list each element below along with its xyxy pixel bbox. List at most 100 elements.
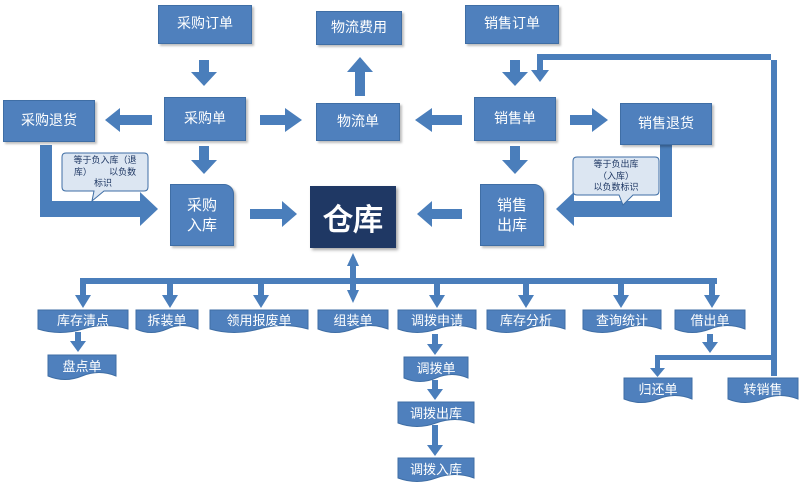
warehouse-box[interactable]: 仓库 [310,186,396,248]
purchase-in-label-line1: 采购 [186,195,217,214]
arrow-purchase-doc-to-purchase-return [105,108,152,132]
sales-doc-label: 销售单 [494,110,536,127]
return-doc-label: 归还单 [638,382,678,398]
callout-bubble-left [61,152,149,203]
arrow-bar-to-disassembly [162,284,178,308]
transfer-request-label: 调拨申请 [410,314,463,330]
arrow-purchase-return-to-purchase-in [40,145,158,226]
arrow-transfer-doc-to-transfer-out [427,380,443,400]
purchase-doc-label: 采购单 [184,110,226,127]
callout-left-line1: 等于负入库（退 [73,156,137,166]
logistics-cost-box[interactable]: 物流费用 [316,11,402,45]
arrow-stocktake-clear-to-stocktake [70,332,86,352]
distribution-bar [80,278,717,284]
callout-right-line2: （入库） [597,171,634,182]
sales-order-box[interactable]: 销售订单 [465,5,559,44]
sales-return-box[interactable]: 销售退货 [620,103,712,145]
doc-shape [674,309,746,333]
doc-shape [582,309,662,333]
arrow-logistics-doc-to-logistics-cost [347,57,373,96]
transfer-doc-label: 调拨单 [416,361,456,377]
arrow-purchase-doc-to-purchase-in [191,146,217,174]
arrow-bar-to-query-stats [613,284,629,308]
arrow-split-to-return-doc [650,360,665,377]
arrow-bar-to-requisition-scrap [253,284,269,308]
transfer-sale-doc[interactable]: 转销售 [727,377,799,404]
purchase-return-label: 采购退货 [21,112,77,129]
stocktake-doc[interactable]: 盘点单 [47,354,117,381]
lend-out-split-bar [655,355,776,360]
callout-right-line1: 等于负出库 [593,160,639,170]
callout-right-line3: 以负数标识 [593,183,639,194]
sales-out-box[interactable]: 销售 出库 [480,184,544,246]
purchase-order-box[interactable]: 采购订单 [158,5,252,44]
callout-bubble-right [572,156,660,206]
doc-shape [623,377,693,403]
doc-shape [135,309,199,333]
arrow-bar-to-inventory-analysis [518,284,534,308]
lend-out-label: 借出单 [690,314,730,330]
purchase-return-box[interactable]: 采购退货 [3,100,95,142]
sales-order-label: 销售订单 [484,16,540,33]
doc-shape [727,377,799,403]
stocktake-clear-doc[interactable]: 库存清点 [37,309,129,334]
arrow-transfer-out-to-transfer-in [427,425,443,456]
disassembly-doc[interactable]: 拆装单 [135,309,199,334]
doc-shape [317,309,389,333]
purchase-in-box[interactable]: 采购 入库 [170,184,234,246]
arrow-bar-to-stocktake-clear [75,284,91,308]
arrow-sales-return-to-sales-out [556,145,672,226]
transfer-in-label: 调拨入库 [409,462,462,478]
transfer-sale-label: 转销售 [743,382,783,398]
requisition-scrap-doc[interactable]: 领用报废单 [209,309,309,334]
query-stats-doc[interactable]: 查询统计 [582,309,662,334]
sales-doc-box[interactable]: 销售单 [474,97,556,141]
transfer-doc-doc[interactable]: 调拨单 [403,356,469,383]
doc-shape [397,457,475,482]
warehouse-label: 仓库 [323,203,383,238]
purchase-in-label-line2: 入库 [186,216,217,234]
lend-out-doc[interactable]: 借出单 [674,309,746,334]
doc-shape [47,354,117,380]
arrow-sales-order-to-sales-doc [502,60,528,86]
doc-shape [403,356,469,382]
logistics-doc-box[interactable]: 物流单 [316,103,400,141]
logistics-cost-label: 物流费用 [331,19,387,36]
stocktake-label: 盘点单 [62,359,102,375]
purchase-doc-box[interactable]: 采购单 [164,97,246,141]
callout-left-line2: 库） 以负数 [73,167,137,178]
transfer-in-doc[interactable]: 调拨入库 [397,457,475,483]
arrow-bar-to-lend-out [704,284,720,308]
callout-left-line3: 标识 [94,179,113,190]
arrow-purchase-in-to-warehouse [250,201,297,227]
sales-out-label-line2: 出库 [496,216,527,234]
arrow-purchase-order-to-purchase-doc [191,60,217,86]
transfer-request-doc[interactable]: 调拨申请 [397,309,477,334]
disassembly-label: 拆装单 [147,314,187,330]
arrow-sales-out-to-warehouse [417,201,462,227]
query-stats-label: 查询统计 [595,314,648,330]
doc-shape [209,309,309,333]
arrow-purchase-doc-to-logistics-doc [260,108,302,132]
stocktake-clear-label: 库存清点 [56,314,109,330]
inventory-analysis-label: 库存分析 [499,314,552,330]
transfer-out-label: 调拨出库 [409,406,462,422]
return-doc-doc[interactable]: 归还单 [623,377,693,404]
assembly-label: 组装单 [333,314,373,330]
callout-negative-inbound: 等于负入库（退 库） 以负数 标识 [61,152,149,203]
transfer-out-doc[interactable]: 调拨出库 [397,401,475,428]
sales-return-label: 销售退货 [638,115,694,132]
doc-shape [397,401,475,427]
arrow-bar-to-transfer-request [429,284,445,308]
inventory-analysis-doc[interactable]: 库存分析 [486,309,566,334]
logistics-doc-label: 物流单 [337,113,379,130]
doc-shape [397,309,477,333]
arrow-transfer-request-to-transfer-doc [427,334,443,355]
callout-negative-outbound: 等于负出库 （入库） 以负数标识 [572,156,660,206]
purchase-order-label: 采购订单 [177,16,233,33]
doc-shape [37,309,129,333]
arrow-sales-doc-to-sales-return [570,108,608,132]
sales-out-label-line1: 销售 [496,195,527,214]
assembly-doc[interactable]: 组装单 [317,309,389,334]
